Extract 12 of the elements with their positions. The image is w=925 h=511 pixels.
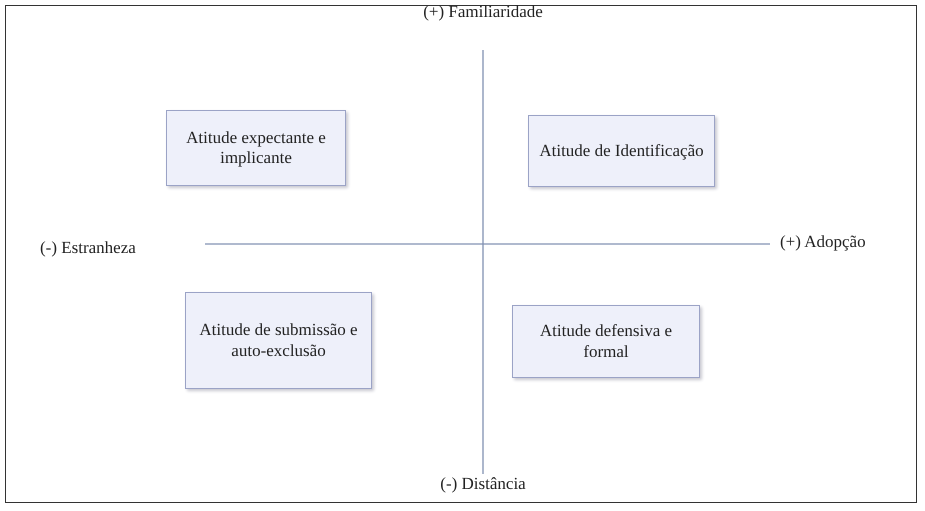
axis-label: (+) Familiaridade <box>423 2 543 22</box>
quadrant-box <box>528 115 715 187</box>
quadrant-box <box>166 110 346 186</box>
box-text: Atitude defensiva e formal <box>538 321 674 362</box>
box-text: Atitude expectante e implicante <box>185 128 327 168</box>
axis-label: (-) Estranheza <box>40 238 136 258</box>
box-text: Atitude de Identificação <box>539 140 704 162</box>
axis-label: (-) Distância <box>440 474 526 494</box>
axis-label: (+) Adopção <box>780 232 866 252</box>
quadrant-box <box>185 292 372 389</box>
box-text: Atitude de submissão e auto-exclusão <box>198 320 359 361</box>
quadrant-box <box>512 305 700 378</box>
